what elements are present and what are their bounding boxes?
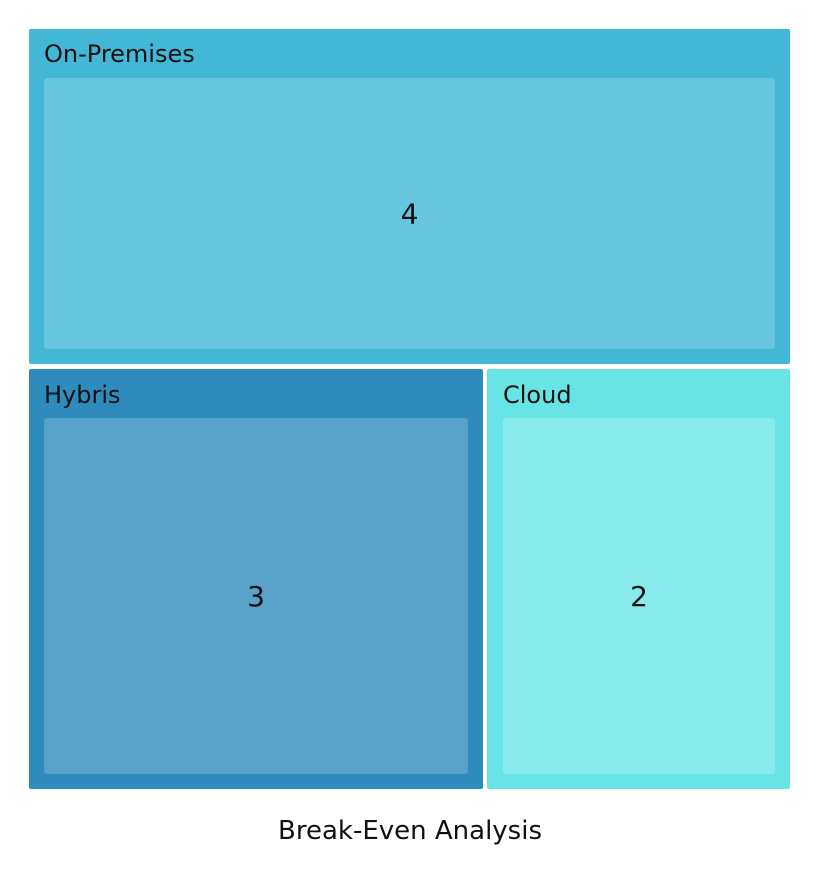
tile-on-premises-label: On-Premises [44,40,195,68]
tile-cloud-inner [503,418,775,774]
tile-cloud-label: Cloud [503,381,572,409]
tile-cloud[interactable]: Cloud 2 [487,369,790,789]
tile-hybris-inner [44,418,468,774]
tile-hybris-value: 3 [247,580,265,613]
tile-hybris-label: Hybris [44,381,121,409]
tile-on-premises-inner [44,78,775,349]
tile-on-premises-value: 4 [401,198,419,231]
chart-title: Break-Even Analysis [278,816,542,846]
tile-cloud-value: 2 [630,580,648,613]
tile-on-premises[interactable]: On-Premises 4 [29,29,790,364]
tile-hybris[interactable]: Hybris 3 [29,369,483,789]
